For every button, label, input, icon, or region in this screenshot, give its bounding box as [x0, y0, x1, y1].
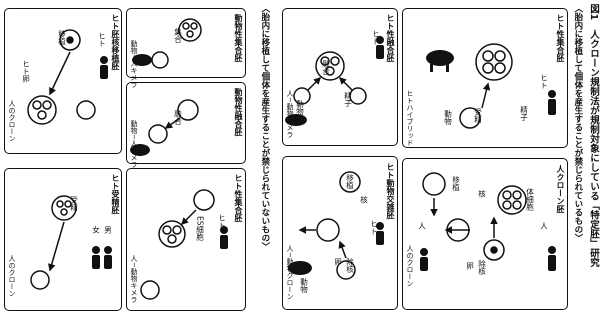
cell-cluster-icon [498, 186, 526, 214]
animal-icon [426, 50, 454, 72]
human-figure-icon [548, 246, 556, 271]
